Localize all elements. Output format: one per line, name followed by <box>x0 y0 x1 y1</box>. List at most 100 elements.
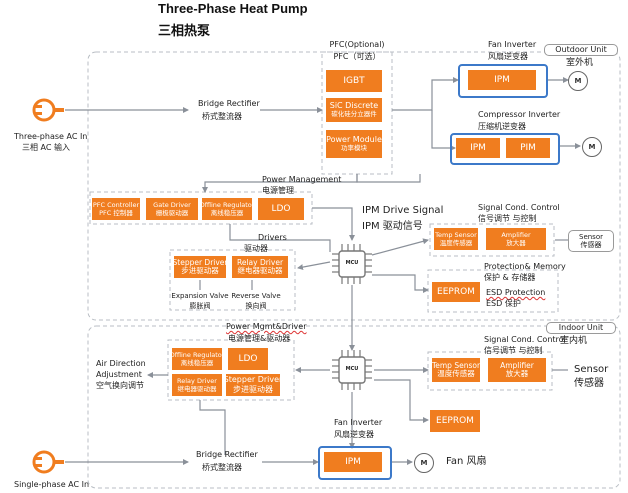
compressor-inverter-cn: 压缩机逆变器 <box>478 122 526 131</box>
amplifier-bottom-block: Amplifier 放大器 <box>488 358 546 382</box>
fan-ipm-bottom-block: IPM <box>324 452 382 472</box>
power-mgmt-top-label: Power Management <box>262 175 342 184</box>
fan-bottom-label: Fan 风扇 <box>446 456 487 467</box>
stepper-driver-top-cn: 步进驱动器 <box>181 266 219 275</box>
power-module-cn: 功率模块 <box>341 144 367 152</box>
ldo-top-block: LDO <box>258 198 304 220</box>
offline-regulator-top-block: Offline Regulator 离线稳压器 <box>199 198 255 220</box>
protection-cn: 保护 & 存储器 <box>484 273 536 282</box>
compressor-ipm-block: IPM <box>456 138 500 158</box>
amplifier-top-label: Amplifier <box>501 231 531 239</box>
relay-driver-bottom-label: Relay Driver <box>177 377 217 385</box>
expansion-valve-label: Expansion Valve <box>171 292 229 300</box>
reverse-valve-cn: 换向阀 <box>245 302 267 310</box>
sensor-bottom-label: Sensor <box>574 364 609 375</box>
signal-bottom-cn: 信号调节 与控制 <box>484 346 543 355</box>
sensor-top-tag: Sensor 传感器 <box>568 230 614 252</box>
drivers-top-cn: 驱动器 <box>244 244 268 253</box>
compressor-pim-block: PIM <box>506 138 550 158</box>
power-module-label: Power Module <box>326 135 382 144</box>
fan-inverter-bottom-label: Fan Inverter <box>334 418 383 427</box>
three-phase-ac-label: Three-phase AC In <box>14 132 88 141</box>
indoor-unit-cn: 室内机 <box>560 336 588 346</box>
power-mgmt-bottom-outline <box>167 339 295 401</box>
ipm-drive-signal-cn: IPM 驱动信号 <box>362 221 423 232</box>
amplifier-top-cn: 放大器 <box>506 239 526 247</box>
diagram-title-cn: 三相热泵 <box>158 24 211 39</box>
temp-sensor-bottom-label: Temp Sensor <box>431 361 481 370</box>
rectifier-top-label: Bridge Rectifier <box>198 99 260 108</box>
signal-bottom-label: Signal Cond. Control <box>484 335 566 344</box>
igbt-label: IGBT <box>343 75 365 86</box>
relay-driver-top-block: Relay Driver 继电器驱动器 <box>232 256 288 278</box>
temp-sensor-bottom-block: Temp Sensor 温度传感器 <box>432 358 480 382</box>
eeprom-bottom-block: EEPROM <box>430 410 480 432</box>
expansion-valve-cn: 膨胀阀 <box>189 302 211 310</box>
temp-sensor-top-cn: 温度传感器 <box>439 239 473 247</box>
rectifier-bottom-cn: 桥式整流器 <box>202 463 242 472</box>
signal-top-cn: 信号调节 与控制 <box>478 214 537 223</box>
ldo-bottom-block: LDO <box>228 348 268 370</box>
relay-driver-bottom-cn: 继电器驱动器 <box>177 385 217 393</box>
gate-driver-block: Gate Driver 栅极驱动器 <box>146 198 198 220</box>
fan-inverter-top-cn: 风扇逆变器 <box>488 52 528 61</box>
compressor-ipm-label: IPM <box>470 142 486 153</box>
relay-driver-bottom-block: Relay Driver 继电器驱动器 <box>172 374 222 396</box>
compressor-inverter-frame <box>450 133 560 165</box>
pfc-controller-cn: PFC 控制器 <box>99 209 133 217</box>
temp-sensor-top-label: Temp Sensor <box>435 231 477 239</box>
mcu-top-label: MCU <box>345 260 359 266</box>
stepper-driver-bottom-cn: 步进驱动器 <box>233 385 273 394</box>
igbt-block: IGBT <box>326 70 382 92</box>
compressor-pim-label: PIM <box>520 142 536 153</box>
drivers-top-label: Drivers <box>258 233 287 242</box>
temp-sensor-bottom-cn: 温度传感器 <box>437 369 475 378</box>
pfc-controller-block: PFC Controller PFC 控制器 <box>92 198 140 220</box>
air-direction-label-2: Adjustment <box>96 370 142 379</box>
ldo-bottom-label: LDO <box>238 353 258 364</box>
pfc-label: PFC(Optional) <box>329 40 385 49</box>
fan-inverter-bottom-frame <box>318 446 392 480</box>
eeprom-bottom-label: EEPROM <box>436 415 474 426</box>
amplifier-bottom-label: Amplifier <box>500 361 534 370</box>
temp-sensor-top-block: Temp Sensor 温度传感器 <box>434 228 478 250</box>
fan-ipm-top-label: IPM <box>494 74 510 85</box>
indoor-unit-outline <box>87 325 621 489</box>
eeprom-top-label: EEPROM <box>437 286 475 297</box>
drivers-group-outline <box>169 249 296 311</box>
sic-discrete-block: SiC Discrete 碳化硅分立器件 <box>326 98 382 122</box>
mcu-bottom-chip-icon <box>332 350 372 390</box>
sic-label: SiC Discrete <box>329 101 379 110</box>
sensor-top-label: Sensor <box>579 233 603 241</box>
protection-label: Protection& Memory <box>484 262 566 271</box>
fan-motor-bottom-icon: M <box>414 453 434 473</box>
offline-regulator-top-label: Offline Regulator <box>199 201 255 209</box>
three-phase-plug-icon <box>32 98 64 122</box>
power-mgmt-top-cn: 电源管理 <box>262 186 294 195</box>
gate-driver-label: Gate Driver <box>153 201 191 209</box>
amplifier-top-block: Amplifier 放大器 <box>486 228 546 250</box>
rectifier-bottom-label: Bridge Rectifier <box>196 450 258 459</box>
indoor-unit-tag: Indoor Unit <box>546 322 616 334</box>
stepper-driver-bottom-label: Stepper Driver <box>223 375 283 384</box>
fan-inverter-top-frame <box>458 64 548 98</box>
pfc-cn: PFC（可选） <box>333 52 381 61</box>
signal-top-label: Signal Cond. Control <box>478 203 560 212</box>
mcu-top-chip-icon <box>332 244 372 284</box>
rectifier-top-cn: 桥式整流器 <box>202 112 242 121</box>
power-mgmt-bottom-cn: 电源管理&驱动器 <box>228 334 291 343</box>
outdoor-unit-outline <box>87 51 621 321</box>
sic-cn: 碳化硅分立器件 <box>331 110 377 118</box>
offline-regulator-bottom-block: Offline Regulator 离线稳压器 <box>170 348 224 370</box>
air-direction-cn: 空气换向调节 <box>96 381 144 390</box>
signal-top-group-outline <box>429 223 555 257</box>
three-phase-ac-cn: 三相 AC 输入 <box>22 143 71 152</box>
power-module-block: Power Module 功率模块 <box>326 130 382 158</box>
stepper-driver-bottom-block: Stepper Driver 步进驱动器 <box>223 374 283 396</box>
reverse-valve-label: Reverse Valve <box>231 292 281 300</box>
single-phase-ac-label: Single-phase AC In <box>14 480 90 489</box>
ldo-top-label: LDO <box>271 203 291 214</box>
stepper-driver-top-block: Stepper Driver 步进驱动器 <box>173 256 228 278</box>
gate-driver-cn: 栅极驱动器 <box>155 209 189 217</box>
